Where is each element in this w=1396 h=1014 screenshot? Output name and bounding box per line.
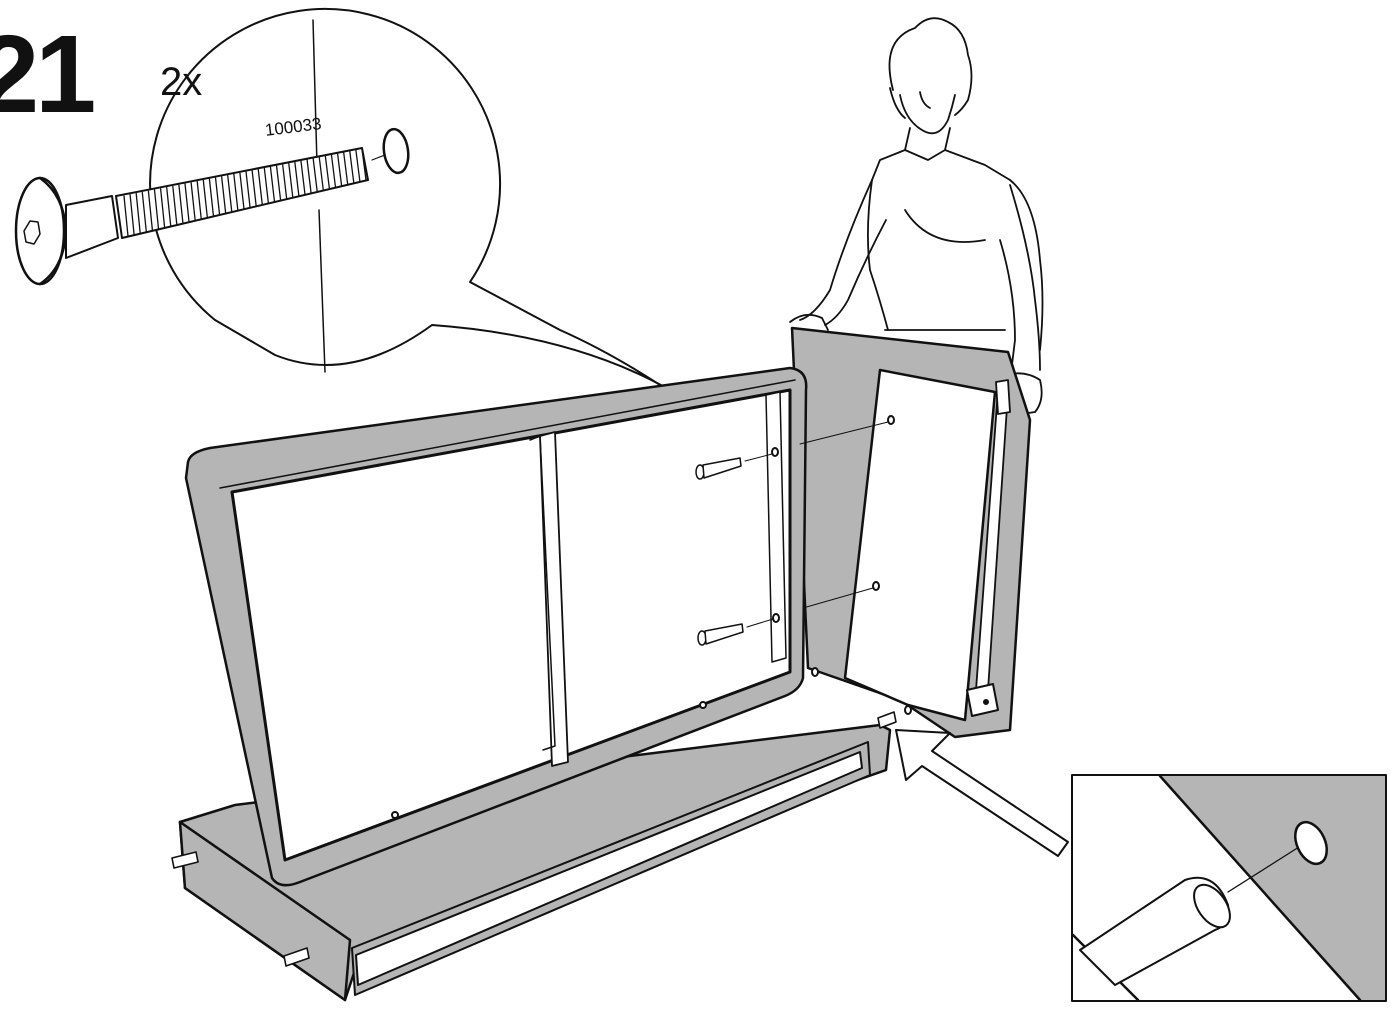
bolt-thread: [196, 180, 202, 220]
bolt-thread: [166, 186, 172, 227]
bolt-thread: [135, 192, 141, 234]
bolt-thread: [355, 149, 361, 183]
bolt-thread: [349, 150, 355, 184]
sofa-frame-illustration: [171, 366, 897, 1002]
arrow-icon: [895, 729, 1069, 857]
bolt-thread: [288, 162, 294, 198]
bolt-thread: [214, 177, 221, 216]
bolt-insert-bottom: [697, 587, 874, 646]
bolt-thread: [245, 171, 251, 208]
quantity-label: 2x: [160, 60, 203, 104]
bolt-thread: [220, 176, 227, 214]
bolt-thread: [269, 166, 276, 203]
bolt-thread: [239, 172, 245, 210]
bolt-thread: [184, 183, 190, 223]
person-illustration: [789, 17, 1044, 416]
bolt-thread: [257, 168, 263, 206]
bolt-thread: [233, 173, 239, 211]
detail-inset: [1071, 774, 1387, 1002]
bolt-thread: [336, 153, 343, 187]
part-callout-bubble: [149, 7, 753, 453]
bolt-thread: [227, 174, 233, 213]
bolt-thread: [208, 178, 215, 217]
bolt-thread: [178, 184, 184, 224]
dowel-icon: [1079, 876, 1231, 986]
bolt-thread: [282, 164, 288, 200]
bolt-thread: [300, 160, 306, 196]
bolt-thread: [190, 182, 196, 221]
bolt-thread: [275, 165, 282, 201]
bolt-thread: [306, 159, 312, 194]
bolt-insert-top: [695, 421, 889, 480]
bolt-thread: [172, 185, 178, 226]
bolt-thread: [318, 156, 324, 191]
washer-icon: [382, 127, 410, 175]
bolt-thread: [202, 179, 208, 218]
side-panel-illustration: [790, 326, 1032, 739]
bolt-thread: [312, 157, 318, 193]
bolt-icon: [14, 147, 386, 286]
bolt-thread: [153, 189, 160, 230]
bolt-thread: [141, 191, 147, 233]
bolt-thread: [129, 194, 135, 236]
bolt-thread: [123, 195, 129, 237]
bolt-thread: [324, 155, 331, 190]
bolt-thread: [343, 151, 349, 185]
bolt-thread: [159, 188, 166, 229]
bolt-thread: [263, 167, 270, 204]
bolt-thread: [330, 154, 337, 188]
bolt-thread: [147, 190, 154, 231]
step-number: 21: [0, 13, 96, 136]
bolt-thread: [294, 161, 300, 197]
bolt-thread: [361, 148, 367, 181]
bolt-thread: [251, 170, 257, 207]
